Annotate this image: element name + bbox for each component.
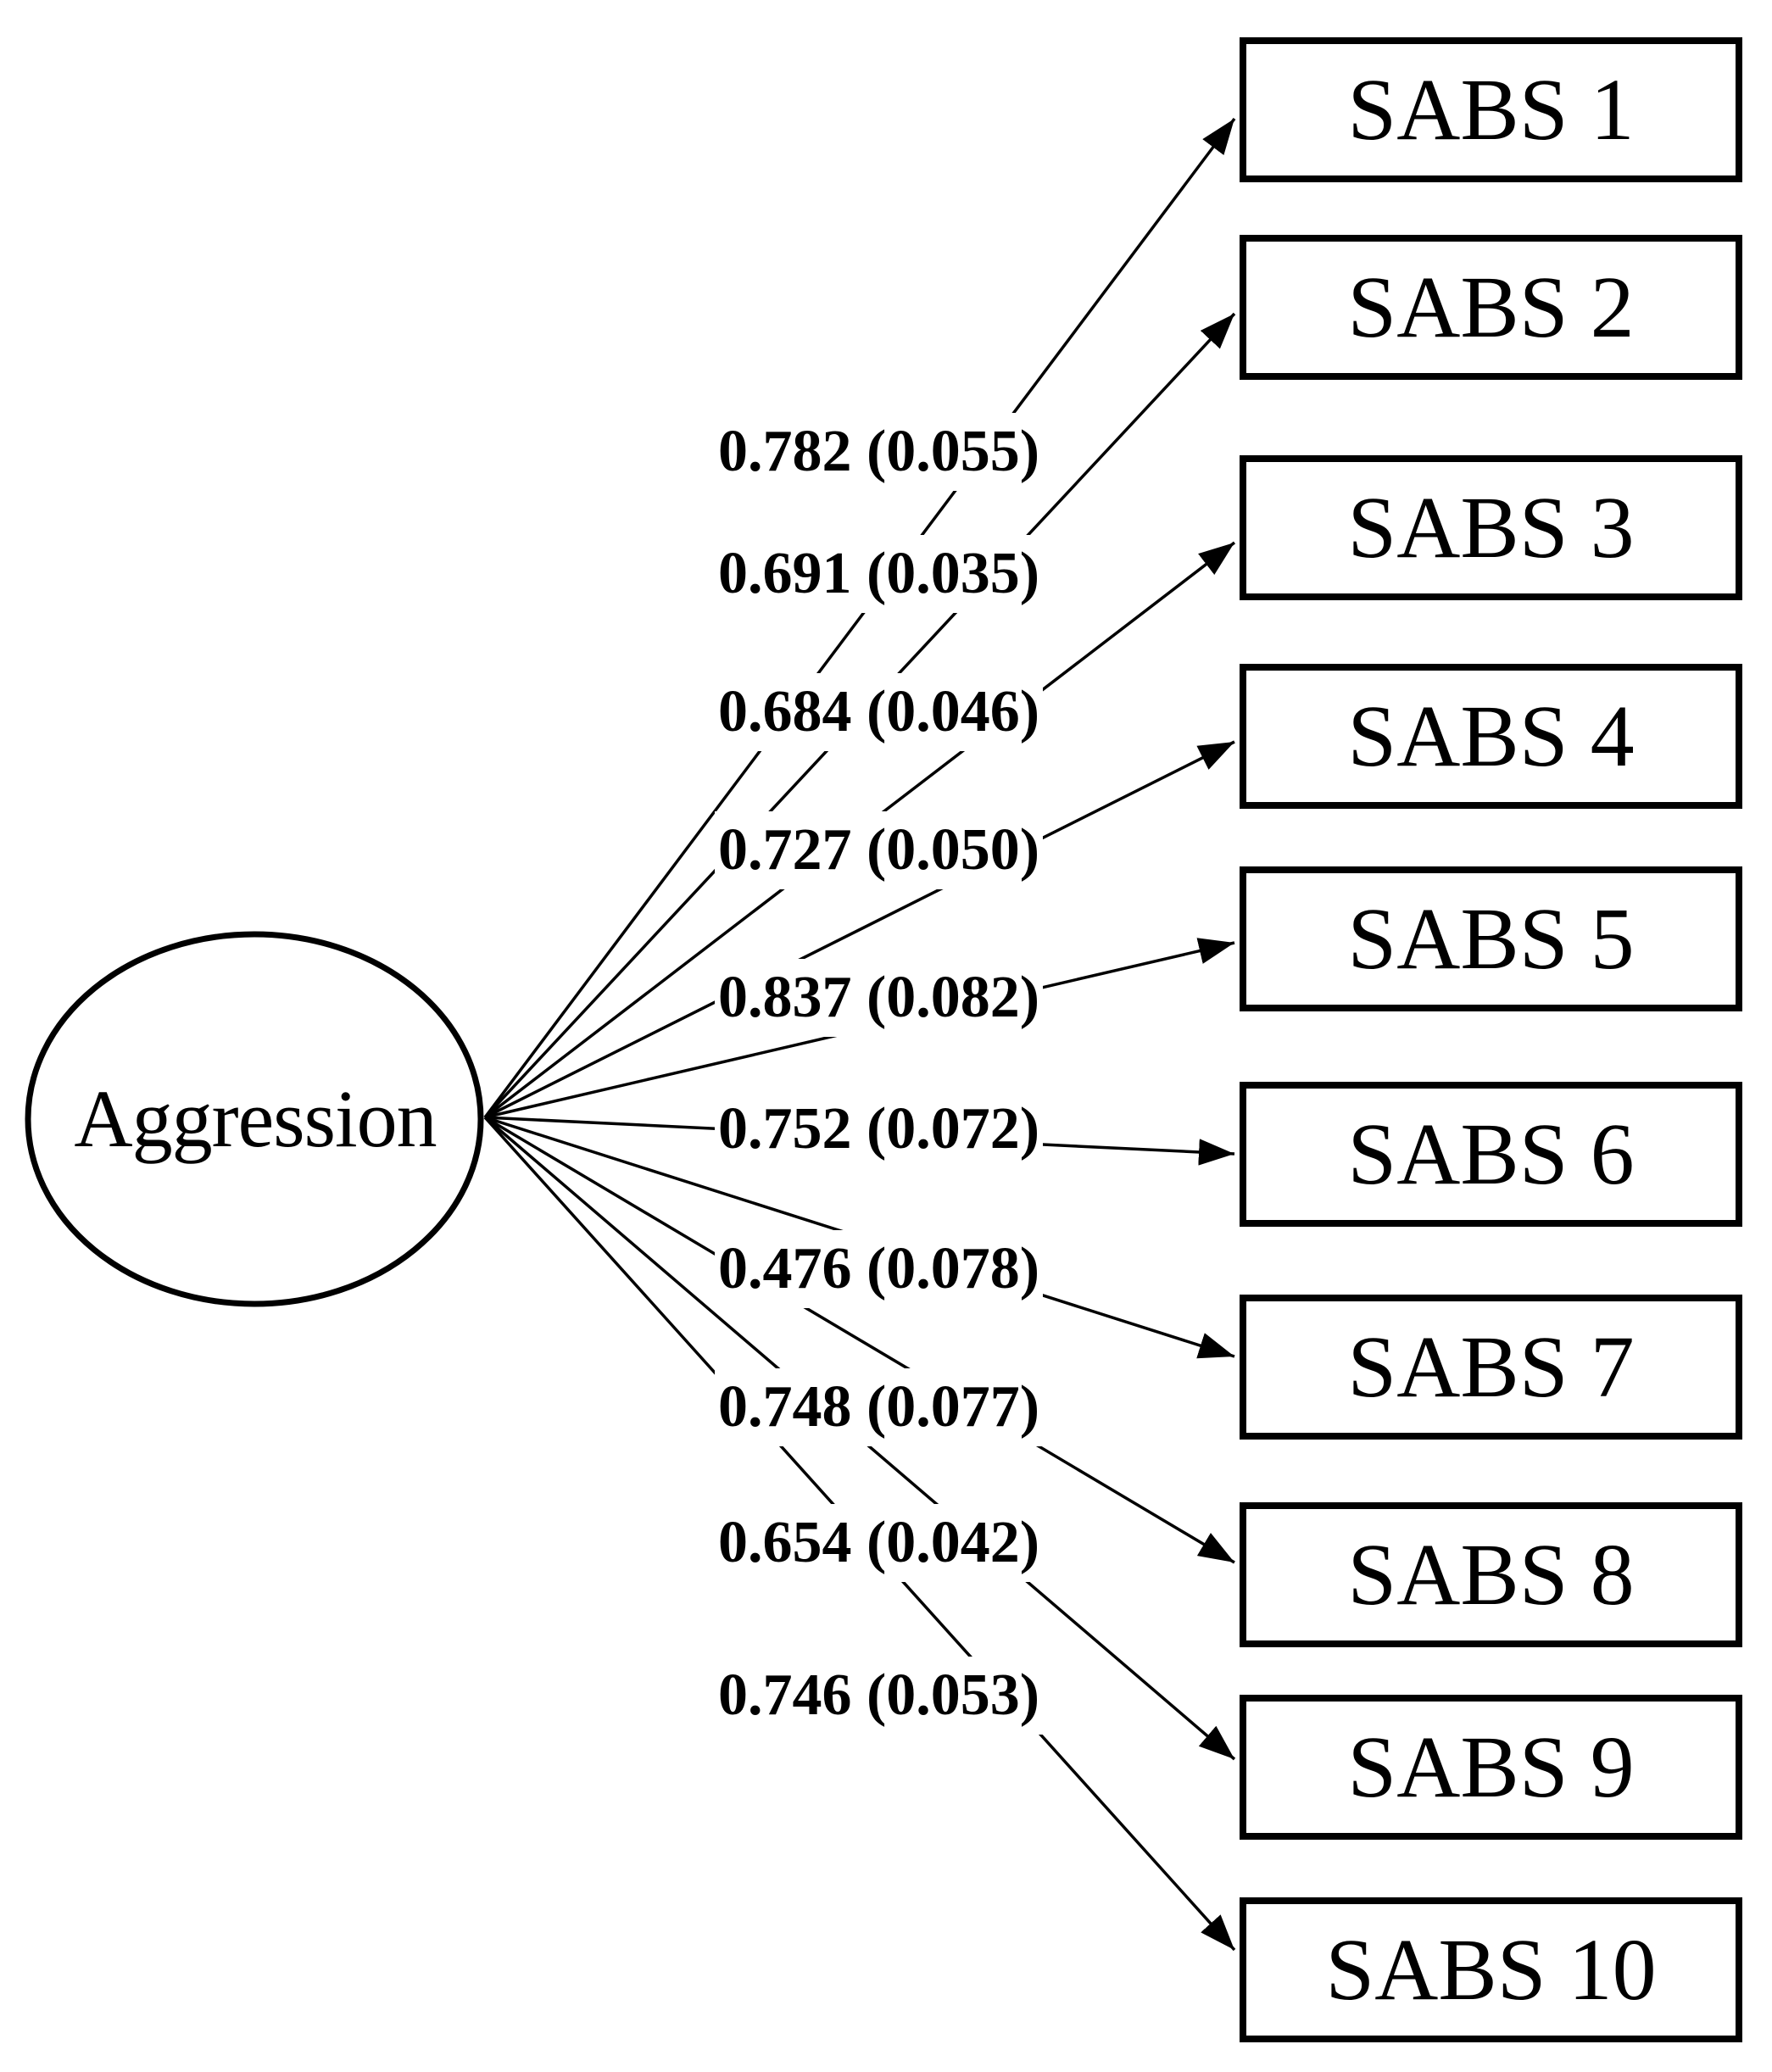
indicator-box: SABS 8 <box>1240 1502 1742 1647</box>
latent-ellipse <box>25 931 484 1307</box>
indicator-box-label: SABS 9 <box>1347 1718 1635 1816</box>
indicator-box-label: SABS 8 <box>1347 1525 1635 1624</box>
loading-label: 0.476 (0.078) <box>715 1230 1044 1308</box>
loading-label: 0.748 (0.077) <box>715 1368 1044 1446</box>
loading-label: 0.691 (0.035) <box>715 535 1044 613</box>
indicator-box-label: SABS 10 <box>1325 1920 1657 2019</box>
edge-line <box>483 117 1236 1119</box>
indicator-box-label: SABS 7 <box>1347 1317 1635 1416</box>
indicator-box: SABS 1 <box>1240 37 1742 182</box>
loading-label: 0.654 (0.042) <box>715 1504 1044 1582</box>
indicator-box: SABS 2 <box>1240 235 1742 380</box>
edge-line <box>484 740 1235 1119</box>
indicator-box: SABS 5 <box>1240 866 1742 1011</box>
loading-label: 0.684 (0.046) <box>715 673 1044 751</box>
indicator-box: SABS 3 <box>1240 455 1742 600</box>
indicator-box: SABS 4 <box>1240 664 1742 809</box>
latent-label: Aggression <box>74 1073 437 1164</box>
indicator-box-label: SABS 3 <box>1347 478 1635 576</box>
indicator-box-label: SABS 2 <box>1347 258 1635 356</box>
indicator-box: SABS 9 <box>1240 1695 1742 1840</box>
loading-label: 0.727 (0.050) <box>715 811 1044 889</box>
indicator-box-label: SABS 5 <box>1347 889 1635 988</box>
loading-label: 0.746 (0.053) <box>715 1657 1044 1735</box>
indicator-box-label: SABS 1 <box>1347 60 1635 159</box>
loading-label: 0.837 (0.082) <box>715 959 1044 1037</box>
indicator-box-label: SABS 4 <box>1347 687 1635 785</box>
indicator-box: SABS 6 <box>1240 1082 1742 1227</box>
indicator-box: SABS 10 <box>1240 1897 1742 2042</box>
edge-line <box>484 1116 1235 1564</box>
loading-label: 0.752 (0.072) <box>715 1090 1044 1168</box>
loading-label: 0.782 (0.055) <box>715 413 1044 491</box>
indicator-box: SABS 7 <box>1240 1295 1742 1440</box>
indicator-box-label: SABS 6 <box>1347 1105 1635 1203</box>
